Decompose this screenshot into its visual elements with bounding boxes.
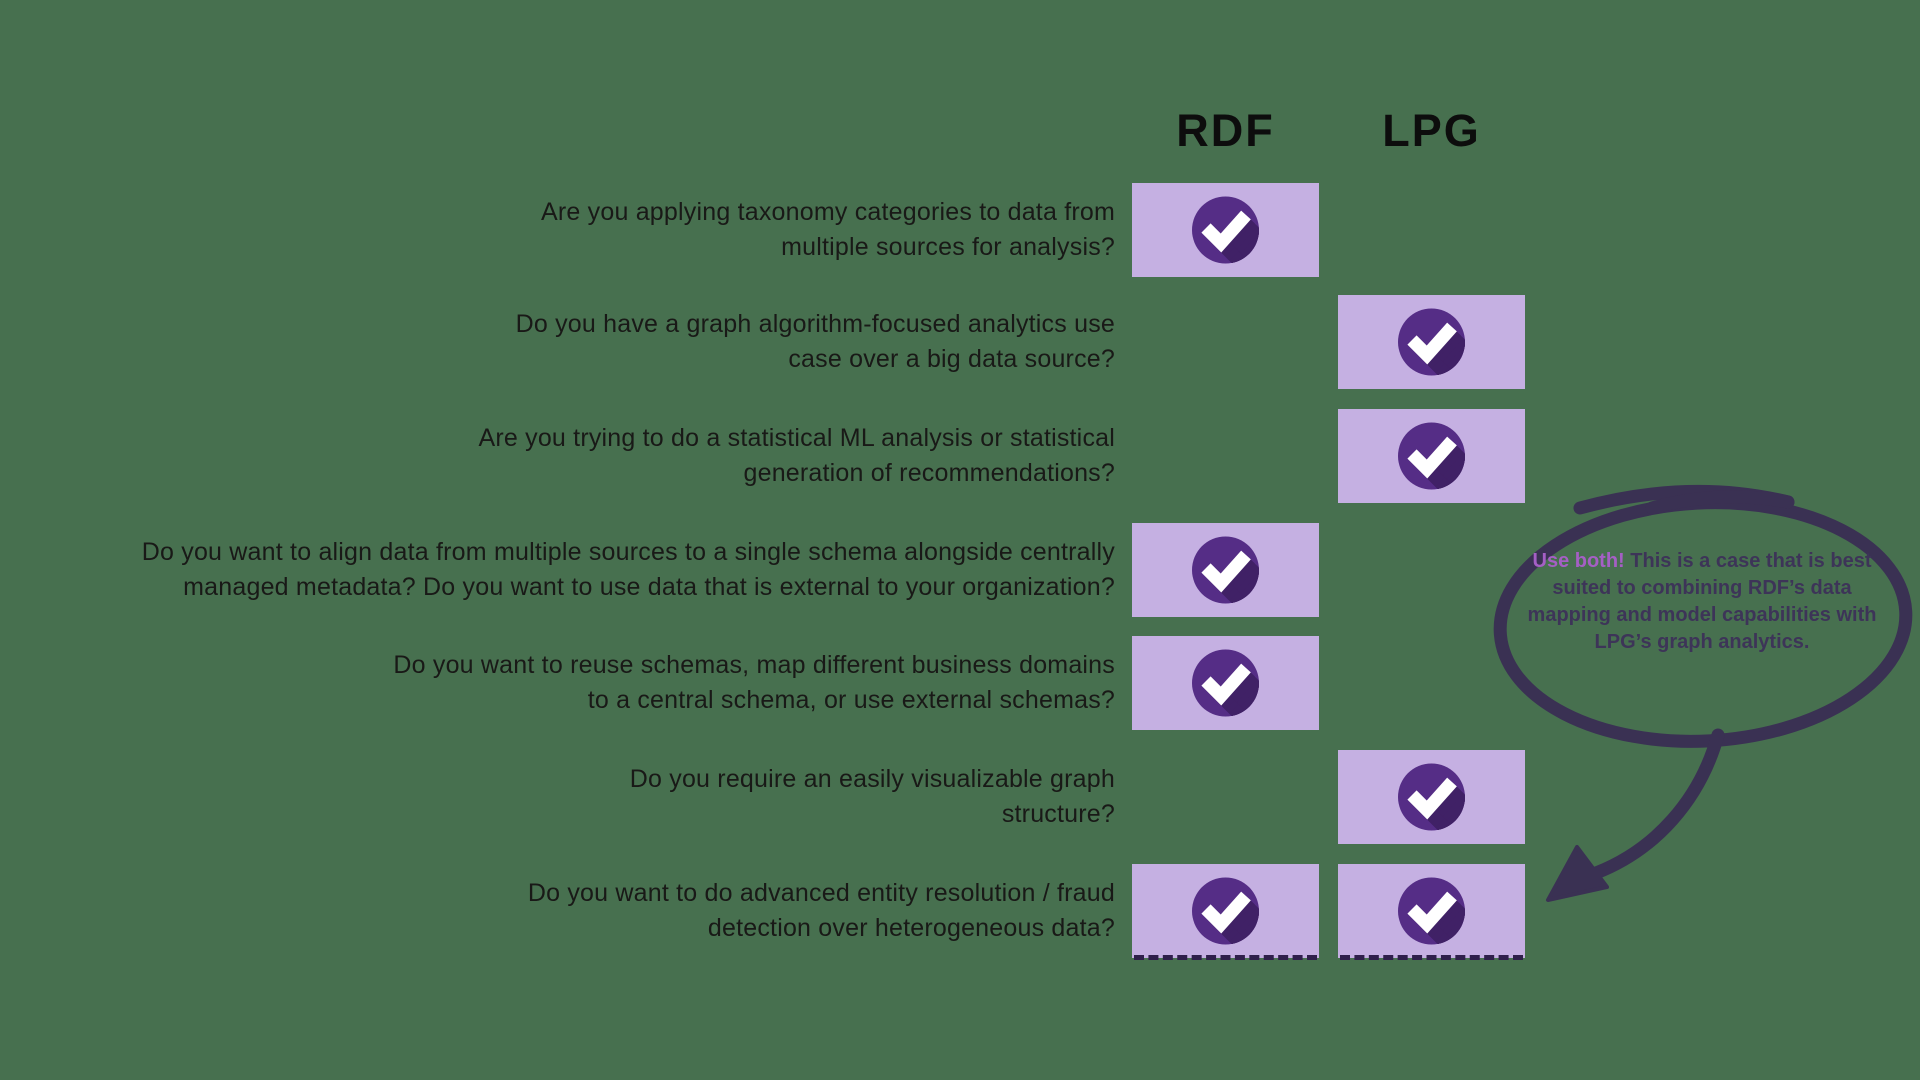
lpg-check-cell	[1338, 750, 1525, 844]
question-row-6: Do you require an easily visualizable gr…	[0, 750, 1920, 844]
question-text: Do you require an easily visualizable gr…	[629, 765, 1115, 828]
question-row-3: Are you trying to do a statistical ML an…	[0, 409, 1920, 503]
lpg-column-header: LPG	[1382, 105, 1481, 156]
lpg-check-cell	[1338, 864, 1525, 960]
question-text: Do you want to do advanced entity resolu…	[527, 879, 1115, 942]
check-circle-icon	[1338, 409, 1525, 503]
question-row-7: Do you want to do advanced entity resolu…	[0, 864, 1920, 960]
check-circle-icon	[1132, 183, 1319, 277]
lpg-check-cell	[1338, 295, 1525, 389]
rdf-check-cell	[1132, 523, 1319, 617]
check-circle-icon	[1338, 864, 1525, 958]
annotation-note: Use both! This is a case that is best su…	[1522, 548, 1882, 656]
lpg-check-cell	[1338, 409, 1525, 503]
rdf-check-cell	[1132, 183, 1319, 277]
rdf-check-cell	[1132, 636, 1319, 730]
annotation-body: This is a case that is best suited to co…	[1527, 550, 1877, 653]
question-text: Are you applying taxonomy categories to …	[541, 198, 1115, 261]
question-row-5: Do you want to reuse schemas, map differ…	[0, 636, 1920, 730]
question-text: Do you want to reuse schemas, map differ…	[393, 651, 1115, 714]
annotation-lead: Use both!	[1532, 550, 1625, 572]
check-circle-icon	[1132, 523, 1319, 617]
question-text: Do you have a graph algorithm-focused an…	[515, 310, 1115, 373]
question-text: Are you trying to do a statistical ML an…	[478, 424, 1115, 487]
rdf-column-header: RDF	[1176, 105, 1275, 156]
question-row-1: Are you applying taxonomy categories to …	[0, 183, 1920, 277]
rdf-check-cell	[1132, 864, 1319, 960]
check-circle-icon	[1132, 864, 1319, 958]
question-text: Do you want to align data from multiple …	[141, 538, 1115, 601]
check-circle-icon	[1338, 295, 1525, 389]
question-row-4: Do you want to align data from multiple …	[0, 523, 1920, 617]
check-circle-icon	[1132, 636, 1319, 730]
check-circle-icon	[1338, 750, 1525, 844]
question-row-2: Do you have a graph algorithm-focused an…	[0, 295, 1920, 389]
